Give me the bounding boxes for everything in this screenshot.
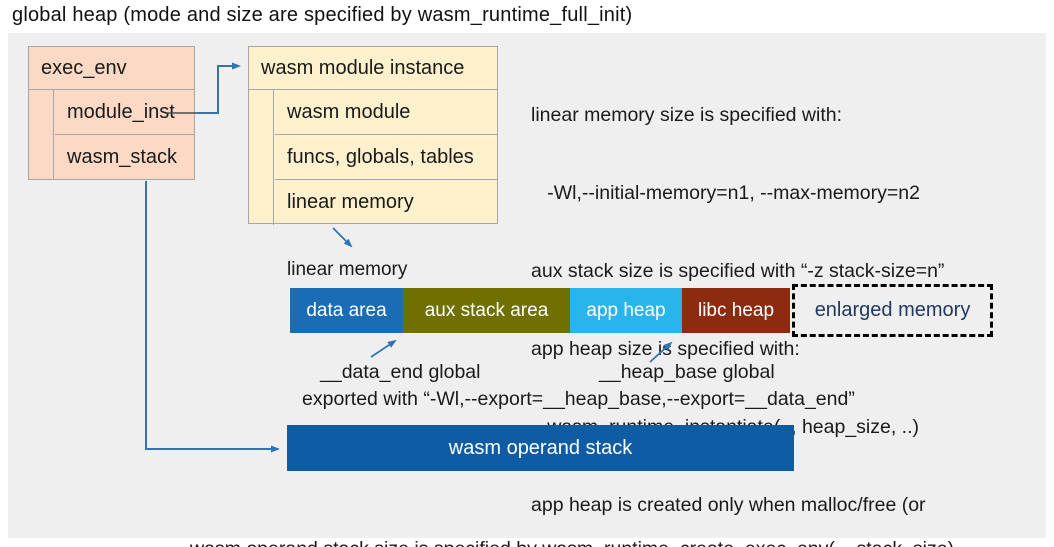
exec-env-body: module_inst wasm_stack <box>29 90 194 180</box>
note-line: -Wl,--initial-memory=n1, --max-memory=n2 <box>531 182 920 204</box>
segment-app-heap: app heap <box>570 288 682 333</box>
module-instance-body: wasm module funcs, globals, tables linea… <box>249 90 497 225</box>
diagram-title: global heap (mode and size are specified… <box>12 4 633 26</box>
data-end-global-label: __data_end global <box>320 361 481 383</box>
linear-memory-label: linear memory <box>287 259 408 280</box>
heap-base-global-label: __heap_base global <box>599 361 775 383</box>
note-line: app heap is created only when malloc/fre… <box>531 494 926 516</box>
exec-env-box: exec_env module_inst wasm_stack <box>28 46 195 180</box>
module-instance-row-wasm-module: wasm module <box>275 90 497 135</box>
module-instance-row-funcs-globals-tables: funcs, globals, tables <box>275 135 497 180</box>
segment-libc-heap: libc heap <box>682 288 790 333</box>
segment-enlarged-memory: enlarged memory <box>792 284 993 337</box>
module-instance-indent-strip <box>249 90 274 225</box>
export-note-label: exported with “-Wl,--export=__heap_base,… <box>302 388 855 410</box>
exec-env-indent-strip <box>29 90 54 180</box>
segment-aux-stack-area: aux stack area <box>403 288 570 333</box>
exec-env-header: exec_env <box>29 47 194 90</box>
module-instance-box: wasm module instance wasm module funcs, … <box>248 46 498 225</box>
module-instance-header: wasm module instance <box>249 47 497 90</box>
module-instance-row-linear-memory: linear memory <box>287 191 414 213</box>
note-line: app heap size is specified with: <box>531 338 800 360</box>
wasm-operand-stack-bar: wasm operand stack <box>287 425 794 471</box>
footer-line: wasm operand stack size is specified by … <box>190 536 954 547</box>
exec-env-row-module-inst: module_inst <box>55 90 194 135</box>
exec-env-row-wasm-stack: wasm_stack <box>67 146 178 168</box>
footer-note: wasm operand stack size is specified by … <box>190 484 954 547</box>
note-line: aux stack size is specified with “-z sta… <box>531 260 945 282</box>
note-line: linear memory size is specified with: <box>531 104 843 126</box>
segment-data-area: data area <box>290 288 403 333</box>
